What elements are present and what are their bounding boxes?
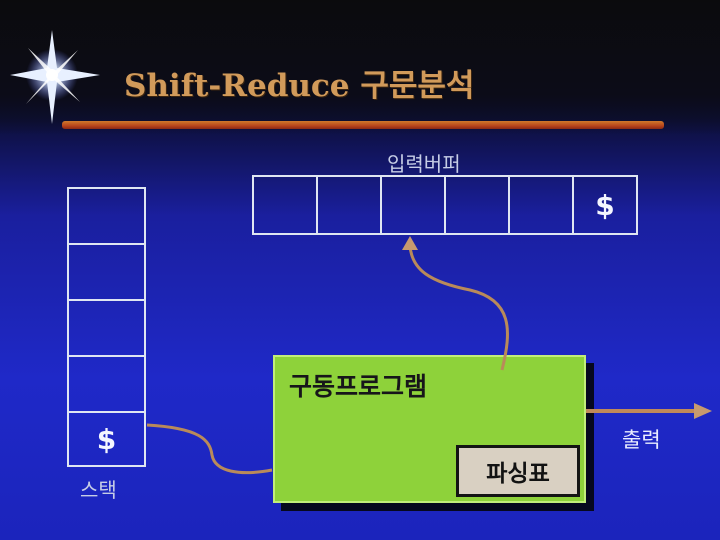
- star-icon: [10, 30, 100, 124]
- title-band: [0, 0, 720, 135]
- output-label: 출력: [622, 428, 661, 452]
- input-pointer-arrow: [408, 245, 509, 371]
- input-buffer-cell-end: $: [572, 175, 638, 235]
- stack-cell-bottom: $: [67, 411, 146, 467]
- driver-program-box: 구동프로그램 파싱표: [273, 355, 586, 503]
- stack-connector: [146, 423, 273, 475]
- output-arrowhead: [694, 403, 712, 419]
- input-buffer-label: 입력버퍼: [387, 152, 461, 176]
- input-pointer-arrowhead: [402, 236, 418, 250]
- stack-label: 스택: [80, 478, 117, 502]
- slide-title: Shift-Reduce 구문분석: [124, 68, 475, 104]
- parse-table-box: 파싱표: [456, 445, 580, 497]
- title-divider: [62, 121, 664, 129]
- driver-program-label: 구동프로그램: [289, 372, 428, 401]
